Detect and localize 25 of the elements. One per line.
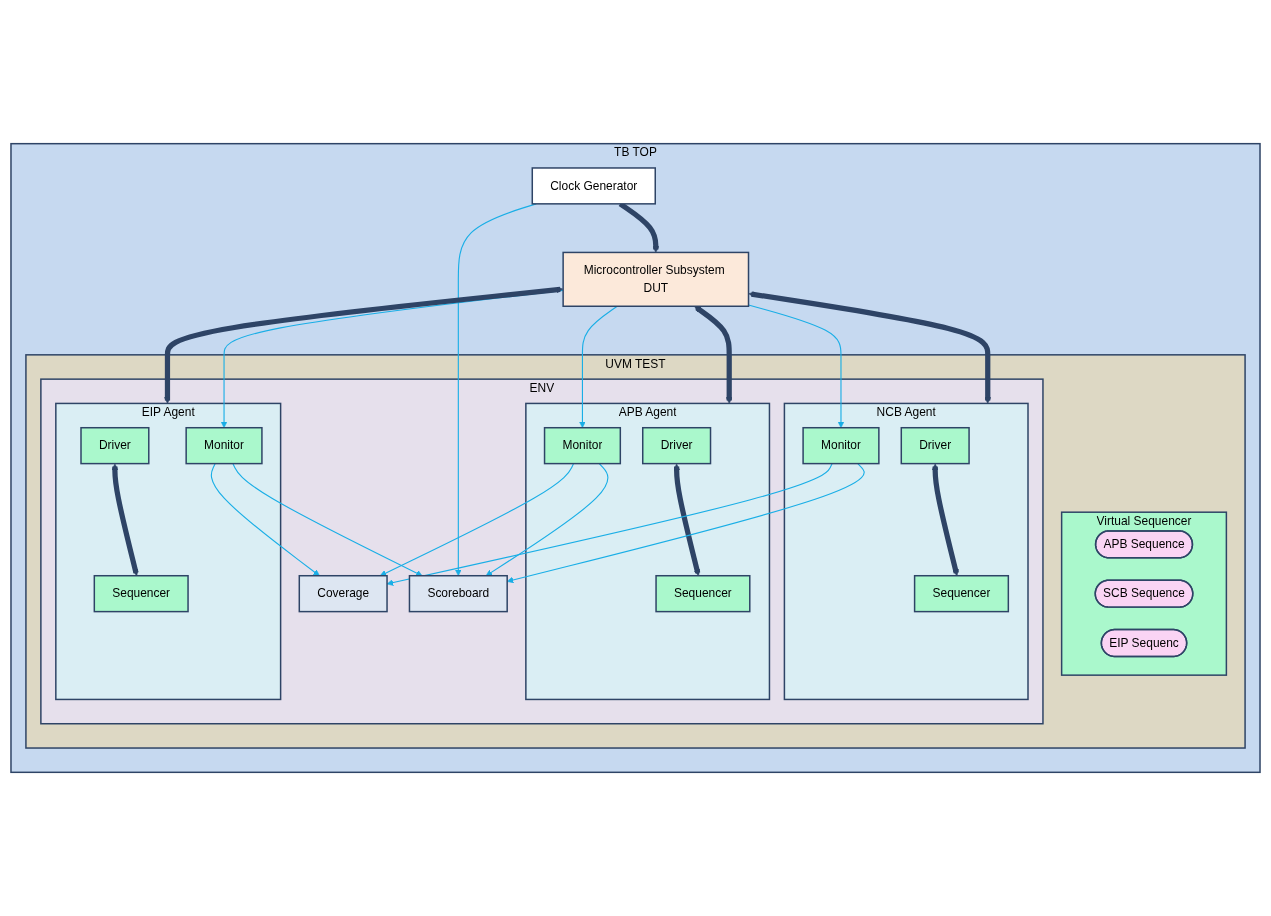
node-box: Driver (80, 427, 150, 465)
arrow (673, 463, 701, 577)
arrow (379, 463, 575, 577)
node-box: Microcontroller Subsystem DUT (562, 251, 750, 307)
arrow (579, 305, 618, 429)
arrow (485, 463, 609, 577)
arrow (210, 463, 320, 577)
node-box: Monitor (802, 427, 880, 465)
node-box: Driver (642, 427, 712, 465)
arrow (931, 463, 959, 577)
node-box: Driver (900, 427, 970, 465)
node-box: Scoreboard (408, 575, 508, 613)
arrow (164, 286, 564, 404)
node-box: Clock Generator (531, 167, 656, 205)
node-box: Coverage (298, 575, 388, 613)
node-box: Monitor (543, 427, 622, 465)
node-box: Sequencer (655, 575, 751, 613)
node-box: Sequencer (93, 575, 189, 613)
arrow (232, 463, 423, 577)
node-box: Monitor (185, 427, 263, 465)
node-box: Sequencer (913, 575, 1010, 613)
arrow (747, 304, 845, 429)
arrow (694, 305, 733, 404)
arrow (748, 291, 992, 404)
arrow (111, 463, 139, 577)
